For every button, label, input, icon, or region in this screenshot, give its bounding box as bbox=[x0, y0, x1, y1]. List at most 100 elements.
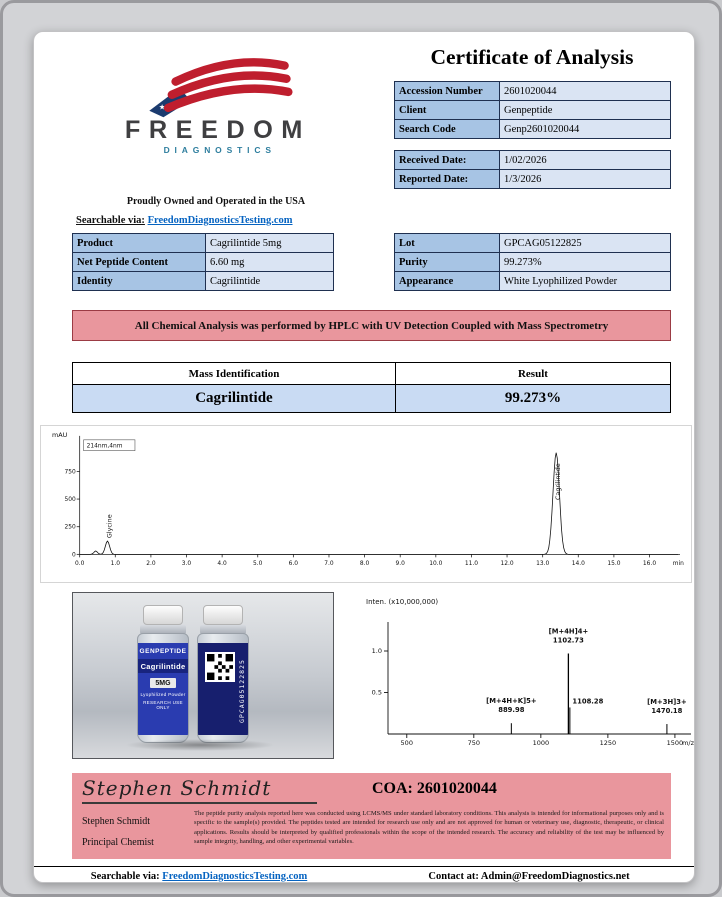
qr-code bbox=[205, 652, 235, 682]
y-tick-label: 0.5 bbox=[372, 689, 382, 697]
x-tick-label: 10.0 bbox=[429, 561, 442, 567]
field-label: Client bbox=[394, 100, 500, 120]
field-value: Genpeptide bbox=[499, 100, 671, 120]
x-tick-label: 1000 bbox=[533, 739, 550, 747]
vial-crimp-seal bbox=[200, 625, 246, 634]
field-value: 2601020044 bbox=[499, 81, 671, 101]
document-title: Certificate of Analysis bbox=[430, 45, 634, 69]
footer-contact-label: Contact at: bbox=[428, 870, 479, 882]
x-tick-label: 2.0 bbox=[146, 561, 156, 567]
logo-wordmark: FREEDOM bbox=[125, 116, 311, 144]
axes bbox=[384, 622, 691, 738]
ion-label: [M+4H]4+ bbox=[549, 627, 589, 635]
analysis-method-banner: All Chemical Analysis was performed by H… bbox=[72, 310, 671, 341]
searchable-link[interactable]: FreedomDiagnosticsTesting.com bbox=[147, 215, 293, 226]
vial-cap bbox=[143, 605, 183, 625]
vial-label-line: Lyophilized Powder bbox=[140, 691, 186, 697]
peak-label: Glycine bbox=[105, 514, 113, 538]
result-header-mass-identification: Mass Identification bbox=[72, 362, 396, 385]
vial-back: GPCAG05122825 bbox=[195, 605, 251, 745]
x-tick-label: 15.0 bbox=[607, 561, 620, 567]
x-tick-label: 11.0 bbox=[465, 561, 478, 567]
x-tick-label: 7.0 bbox=[324, 561, 334, 567]
signature-handwriting: Stephen Schmidt bbox=[82, 776, 318, 804]
vial-lot-number: GPCAG05122825 bbox=[238, 659, 246, 723]
result-header-result: Result bbox=[394, 362, 672, 385]
y-tick-label: 500 bbox=[64, 497, 76, 503]
detector-label: 214nm,4nm bbox=[87, 444, 123, 450]
field-label: Identity bbox=[72, 271, 206, 291]
x-tick-label: 12.0 bbox=[500, 561, 513, 567]
field-label: Reported Date: bbox=[394, 169, 500, 189]
field-value: White Lyophilized Powder bbox=[499, 271, 671, 291]
footer-searchable-label: Searchable via: bbox=[90, 870, 160, 882]
footer-searchable: Searchable via: FreedomDiagnosticsTestin… bbox=[34, 871, 364, 882]
x-tick-label: 500 bbox=[401, 739, 413, 747]
y-tick-label: 0 bbox=[72, 552, 76, 558]
mz-label: 1102.73 bbox=[553, 636, 584, 644]
field-value: 1/02/2026 bbox=[499, 150, 671, 170]
footer-contact: Contact at: Admin@FreedomDiagnostics.net bbox=[364, 871, 694, 882]
field-label: Purity bbox=[394, 252, 500, 272]
certificate-document: ★ FREEDOM DIAGNOSTICS Proudly Owned and … bbox=[33, 31, 695, 883]
x-tick-label: 14.0 bbox=[572, 561, 585, 567]
field-label: Appearance bbox=[394, 271, 500, 291]
x-tick-label: 8.0 bbox=[360, 561, 370, 567]
vial-body: GENPEPTIDE Cagrilintide 5MG Lyophilized … bbox=[137, 633, 189, 743]
peak-label: Cagrilintide bbox=[554, 463, 562, 500]
field-value: Cagrilintide 5mg bbox=[205, 233, 334, 253]
x-tick-label: 5.0 bbox=[253, 561, 263, 567]
vial-label-line: RESEARCH USE ONLY bbox=[143, 700, 183, 710]
field-value: 99.273% bbox=[499, 252, 671, 272]
x-tick-label: 13.0 bbox=[536, 561, 549, 567]
signer-title: Principal Chemist bbox=[82, 837, 154, 848]
ion-label: [M+4H+K]5+ bbox=[486, 697, 536, 705]
vial-strength: 5MG bbox=[150, 678, 176, 688]
vial-cap bbox=[203, 605, 243, 625]
x-tick-label: 750 bbox=[468, 739, 480, 747]
logo-subtext: DIAGNOSTICS bbox=[164, 145, 276, 155]
vial-back-label: GPCAG05122825 bbox=[198, 643, 248, 735]
vial-body: GPCAG05122825 bbox=[197, 633, 249, 743]
footer-searchable-link[interactable]: FreedomDiagnosticsTesting.com bbox=[162, 870, 308, 882]
field-value: GPCAG05122825 bbox=[499, 233, 671, 253]
axes bbox=[76, 435, 680, 558]
tagline: Proudly Owned and Operated in the USA bbox=[126, 196, 306, 207]
footer: Searchable via: FreedomDiagnosticsTestin… bbox=[34, 866, 694, 882]
y-tick-label: 250 bbox=[64, 525, 76, 531]
x-axis-unit: m/z bbox=[682, 739, 694, 747]
signer-printed-name: Stephen Schmidt bbox=[82, 816, 151, 827]
freedom-diagnostics-logo: ★ FREEDOM DIAGNOSTICS bbox=[125, 58, 311, 155]
field-label: Search Code bbox=[394, 119, 500, 139]
table-row: Received Date:1/02/2026 bbox=[394, 150, 671, 170]
ion-label: [M+3H]3+ bbox=[647, 698, 687, 706]
x-tick-label: 1250 bbox=[600, 739, 617, 747]
y-tick-label: 1.0 bbox=[372, 647, 382, 655]
y-axis-unit: mAU bbox=[52, 431, 68, 439]
vial-brand: GENPEPTIDE bbox=[139, 648, 187, 655]
vial-photo: GENPEPTIDE Cagrilintide 5MG Lyophilized … bbox=[72, 592, 334, 759]
mz-label: 889.98 bbox=[498, 706, 524, 714]
x-axis-unit: min bbox=[673, 561, 684, 567]
result-value: 99.273% bbox=[394, 384, 672, 413]
field-value: Cagrilintide bbox=[205, 271, 334, 291]
x-tick-label: 1500 bbox=[667, 739, 684, 747]
flag-icon: ★ bbox=[149, 58, 293, 118]
signature-section: Stephen Schmidt COA: 2601020044 Stephen … bbox=[72, 773, 671, 859]
x-tick-label: 0.0 bbox=[75, 561, 85, 567]
field-label: Product bbox=[72, 233, 206, 253]
result-analyte: Cagrilintide bbox=[72, 384, 396, 413]
field-label: Received Date: bbox=[394, 150, 500, 170]
